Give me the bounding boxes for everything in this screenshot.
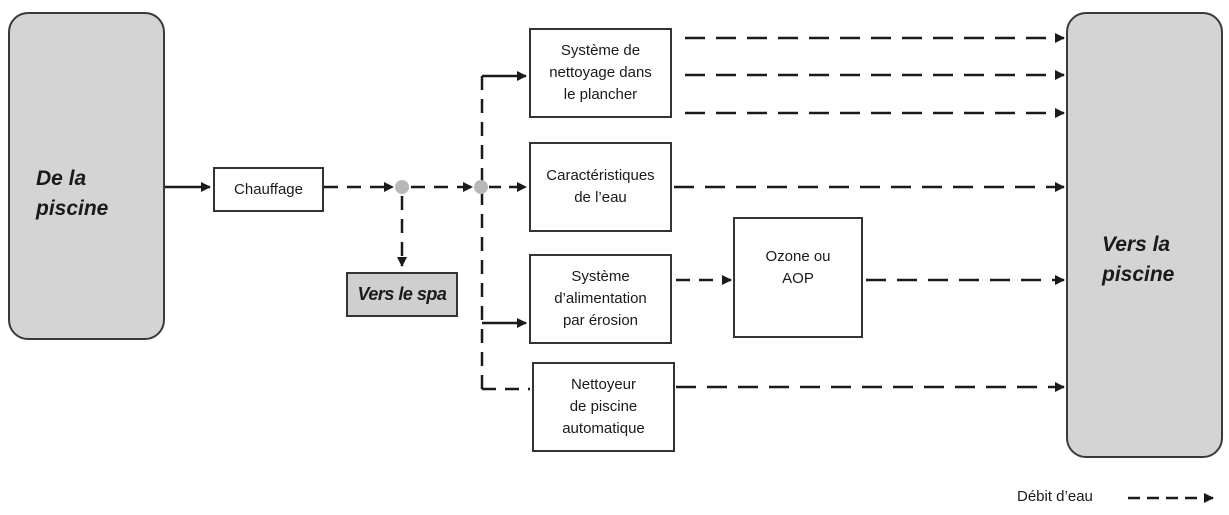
- water-features-label: Caractéristiques de l’eau: [546, 167, 655, 206]
- spa-box: Vers le spa: [346, 272, 458, 317]
- target-pool-label: Vers la piscine: [1102, 233, 1175, 286]
- ozone-label: Ozone ou AOP: [765, 247, 831, 287]
- legend-label: Débit d’eau: [1017, 488, 1093, 505]
- spa-label: Vers le spa: [357, 284, 447, 304]
- erosion-feeder-label: Système d’alimentation par érosion: [554, 268, 647, 329]
- ozone-box: Ozone ou AOP: [733, 217, 863, 338]
- erosion-feeder-box: Système d’alimentation par érosion: [529, 254, 672, 344]
- heater-box: Chauffage: [213, 167, 324, 212]
- pool-cleaner-label: Nettoyeur de piscine automatique: [562, 376, 645, 437]
- source-pool-block: De la piscine: [8, 12, 165, 340]
- junction-dot-distribution: [474, 180, 488, 194]
- heater-label: Chauffage: [234, 180, 303, 198]
- floor-cleaning-label: Système de nettoyage dans le plancher: [549, 42, 652, 103]
- junction-dot-spa: [395, 180, 409, 194]
- target-pool-block: Vers la piscine: [1066, 12, 1223, 458]
- pool-cleaner-box: Nettoyeur de piscine automatique: [532, 362, 675, 452]
- source-pool-label: De la piscine: [36, 167, 109, 220]
- water-features-box: Caractéristiques de l’eau: [529, 142, 672, 232]
- floor-cleaning-box: Système de nettoyage dans le plancher: [529, 28, 672, 118]
